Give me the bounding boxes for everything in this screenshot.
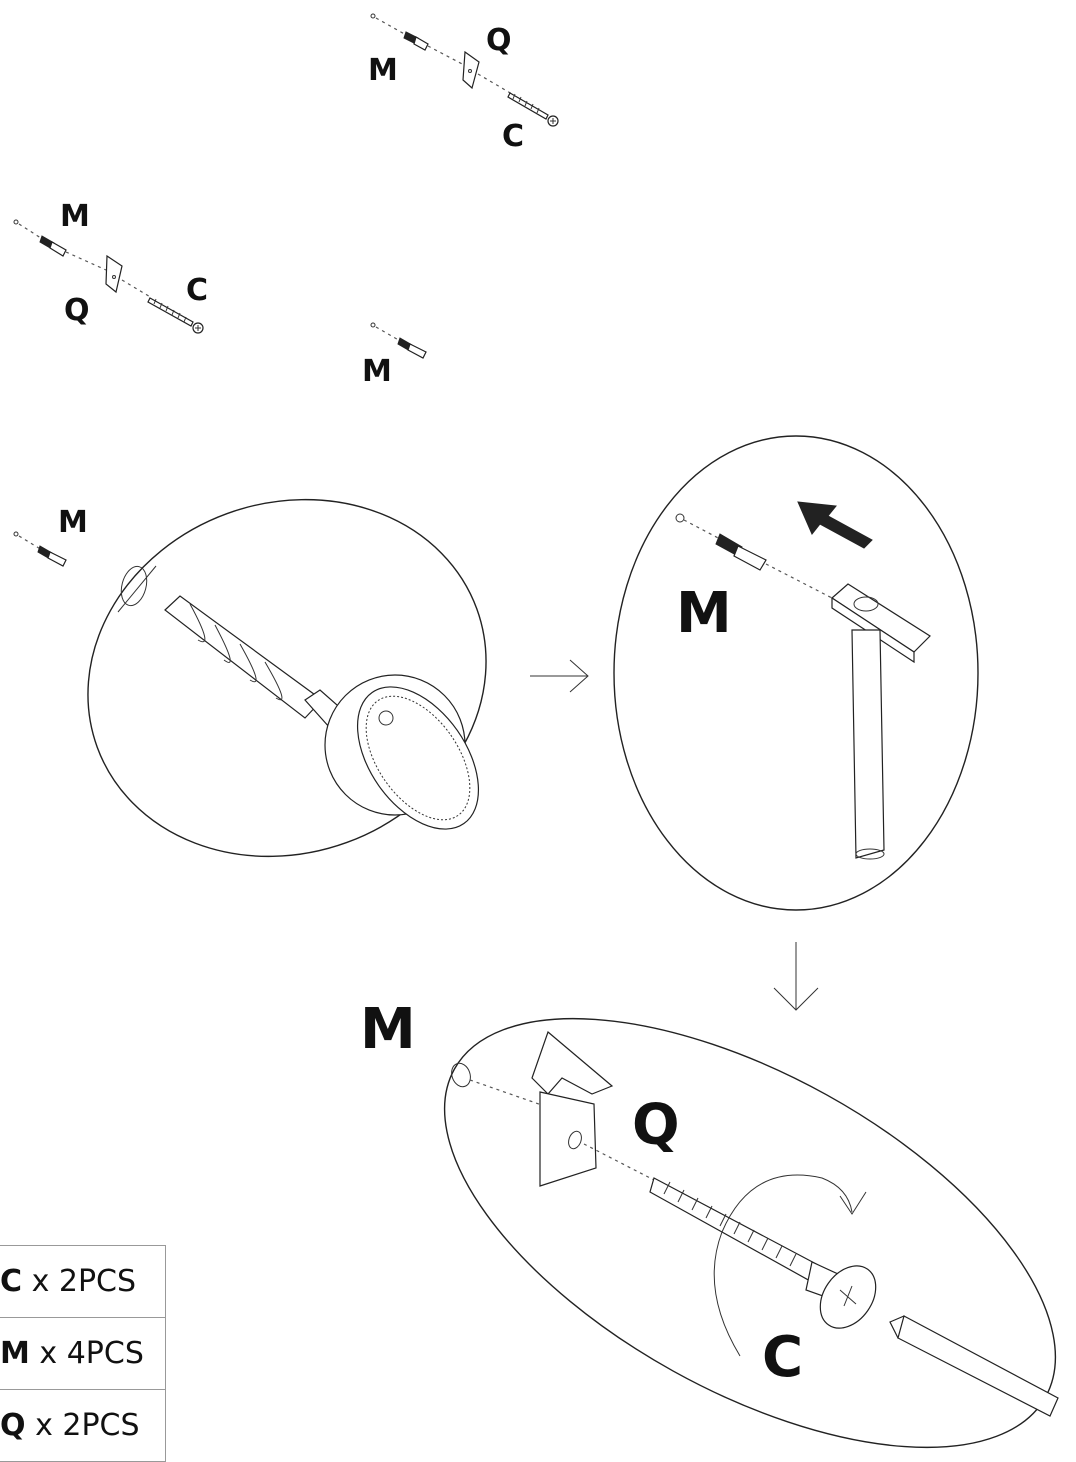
left-bracket (105, 254, 123, 294)
part-code: M (0, 1336, 30, 1371)
arrow-right-icon (530, 659, 589, 693)
parts-cell: C x 2PCS (0, 1245, 166, 1318)
screwdriver-icon (889, 1315, 1059, 1417)
side-plug-assembly: M (13, 505, 88, 567)
bottom-label-c: C (762, 1325, 803, 1390)
part-code: Q (0, 1408, 26, 1443)
top-label-c: C (502, 119, 524, 154)
top-wall-plug (403, 31, 429, 51)
parts-cell: Q x 2PCS (0, 1389, 166, 1462)
screw-c (649, 1177, 877, 1329)
part-quantity: x 2PCS (31, 1264, 137, 1299)
top-mount-assembly: M Q C (368, 13, 559, 154)
rotation-arrow-icon (713, 1174, 867, 1357)
parts-cell: M x 4PCS (0, 1317, 166, 1390)
screw-step: M Q C (360, 997, 1059, 1449)
drill-step (87, 498, 487, 858)
arrow-down-icon (773, 942, 819, 1011)
top-screw (507, 92, 559, 127)
hammer-label-m: M (676, 581, 732, 646)
bracket-q (531, 1030, 614, 1187)
hammer-wall-plug (715, 533, 767, 571)
left-screw (147, 297, 204, 334)
left-mount-assembly: M Q C (13, 199, 208, 334)
diameter-icon (117, 565, 157, 613)
parts-row: Q x 2PCS (0, 1389, 166, 1462)
parts-list-table: C x 2PCS M x 4PCS Q x 2PCS (0, 1245, 166, 1462)
top-label-q: Q (486, 23, 512, 58)
hammer-icon (831, 583, 931, 860)
left-label-m: M (60, 199, 90, 234)
middle-plug-assembly: M (362, 322, 427, 389)
hammer-step: M (613, 435, 979, 911)
left-wall-plug (39, 235, 67, 257)
push-arrow-icon (797, 501, 873, 549)
part-quantity: x 2PCS (35, 1408, 140, 1443)
left-label-c: C (186, 273, 208, 308)
middle-label-m: M (362, 354, 392, 389)
left-label-q: Q (64, 293, 90, 328)
part-quantity: x 4PCS (39, 1336, 144, 1371)
side-label-m: M (58, 505, 88, 540)
drill-icon (164, 595, 480, 830)
top-bracket (462, 50, 480, 90)
part-code: C (0, 1264, 23, 1299)
parts-row: M x 4PCS (0, 1317, 166, 1390)
bottom-label-q: Q (632, 1093, 680, 1158)
parts-row: C x 2PCS (0, 1245, 166, 1318)
bottom-label-m: M (360, 997, 416, 1062)
top-label-m: M (368, 53, 398, 88)
